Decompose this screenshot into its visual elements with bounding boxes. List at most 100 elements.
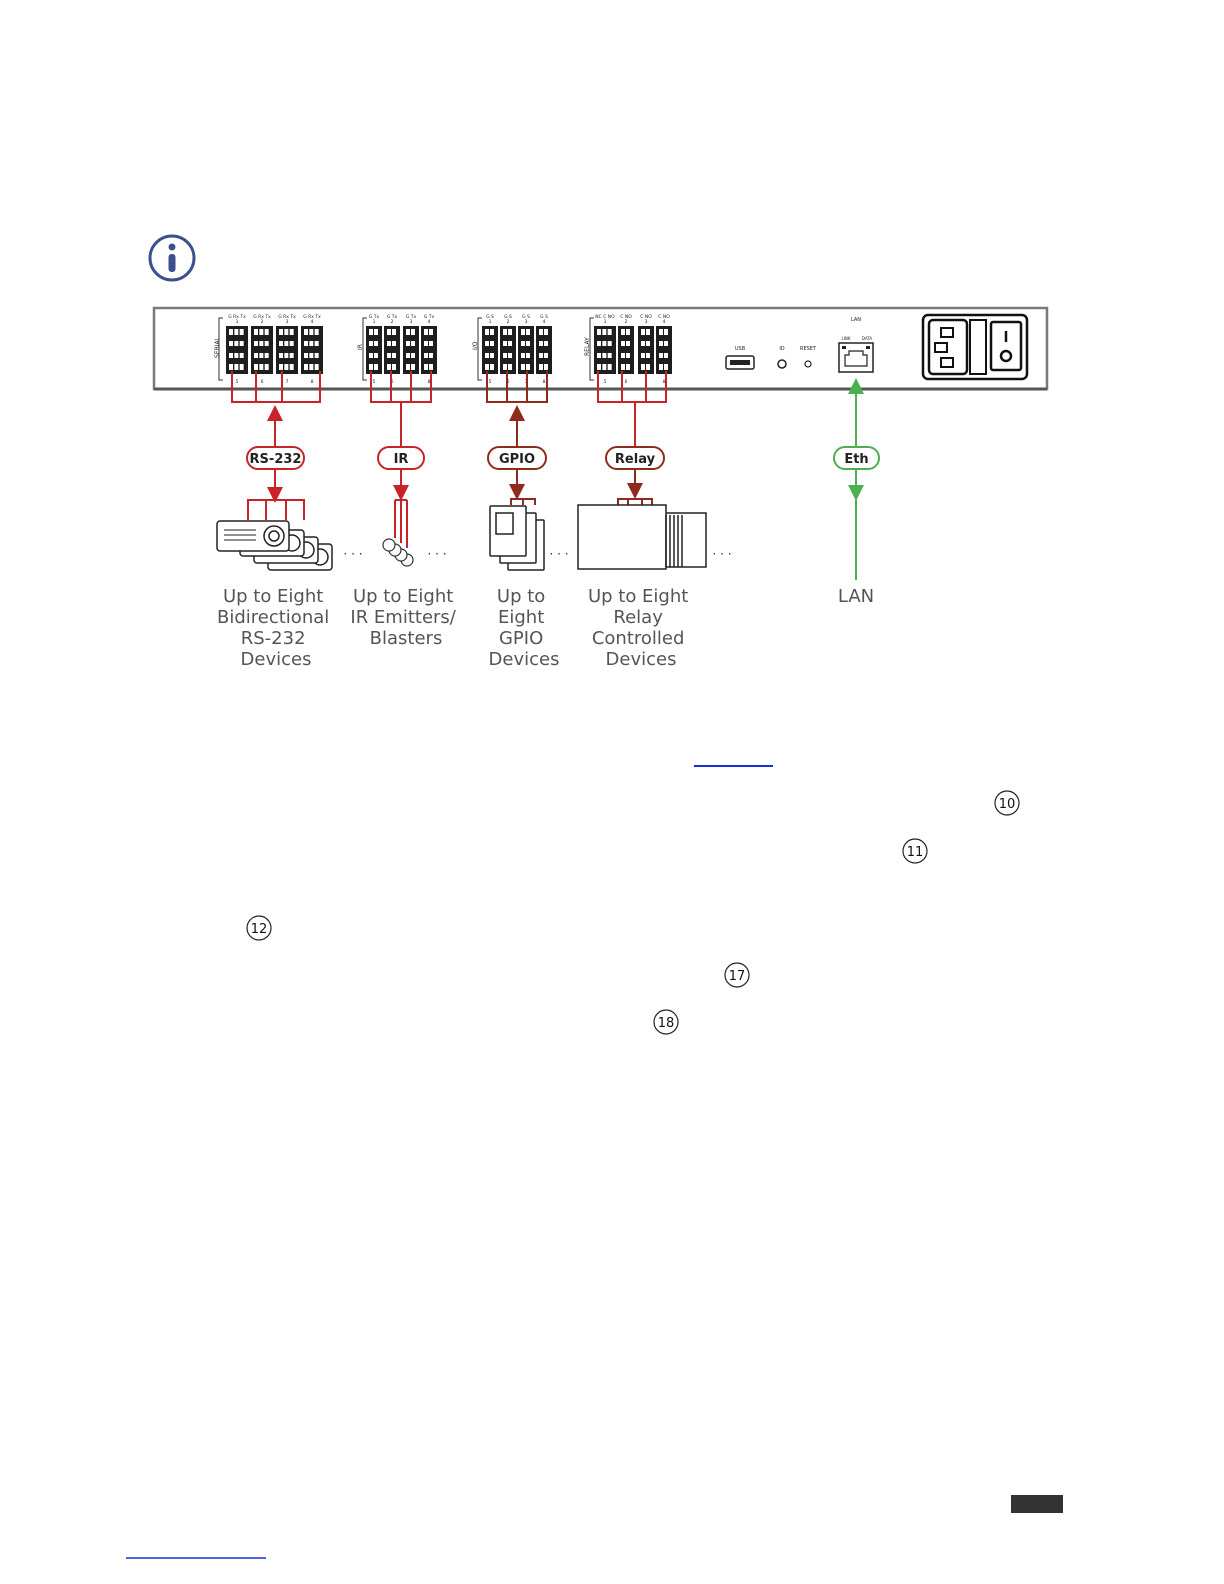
relay-pin-label: NC C NO bbox=[595, 314, 615, 320]
io-pin-label: G S bbox=[504, 314, 512, 320]
relay-port-number-lower: 6 bbox=[625, 379, 628, 385]
callout-12: 12 bbox=[246, 915, 272, 941]
io-port-number-lower: 6 bbox=[507, 379, 510, 385]
rs232-badge-label: RS-232 bbox=[250, 452, 302, 467]
serial-pin-label: G Rx Tx bbox=[228, 314, 246, 320]
id-label: ID bbox=[779, 346, 784, 352]
data-label: DATA bbox=[862, 336, 873, 341]
page-number-box bbox=[1011, 1495, 1063, 1513]
io-terminal-1: G S1 5 bbox=[482, 314, 498, 385]
ir-pin-label: G Tx bbox=[406, 314, 417, 320]
relay-arrow bbox=[617, 469, 653, 507]
relay-pin-label: C NO bbox=[640, 314, 652, 320]
io-port-number: 1 bbox=[489, 319, 492, 325]
relay-port-number-lower: 8 bbox=[663, 379, 666, 385]
serial-pin-label: G Rx Tx bbox=[253, 314, 271, 320]
usb-label: USB bbox=[735, 346, 746, 352]
serial-terminal-3: G Rx Tx3 7 bbox=[276, 314, 298, 385]
io-terminal-3: G S37 bbox=[518, 314, 534, 385]
io-terminal-2: G S2 6 bbox=[500, 314, 516, 385]
ir-pin-label: G Tx bbox=[424, 314, 435, 320]
ir-port-number: 2 bbox=[391, 319, 394, 325]
relay-badge: Relay bbox=[605, 446, 665, 470]
relay-pin-label: C NO bbox=[658, 314, 670, 320]
relay-ellipsis: · · · bbox=[712, 547, 731, 561]
rs232-ellipsis: · · · bbox=[343, 547, 362, 561]
rs232-wiring bbox=[231, 371, 321, 520]
lan-caption: LAN bbox=[838, 586, 874, 607]
callout-10: 10 bbox=[994, 790, 1020, 816]
serial-port-number: 4 bbox=[311, 319, 314, 325]
relay-wiring bbox=[597, 371, 667, 446]
captions: Up to Eight Bidirectional RS-232 Devices… bbox=[217, 586, 874, 670]
power-switch-icon bbox=[989, 320, 1023, 372]
ir-port-number-lower: 8 bbox=[428, 379, 431, 385]
ir-label: IR bbox=[357, 344, 364, 350]
ir-badge-label: IR bbox=[394, 452, 409, 467]
gpio-badge-label: GPIO bbox=[499, 452, 535, 467]
relay-badge-label: Relay bbox=[615, 452, 656, 467]
serial-pin-label: G Rx Tx bbox=[303, 314, 321, 320]
ir-terminal-4: G Tx4 8 bbox=[421, 314, 437, 385]
io-port-number: 4 bbox=[543, 319, 546, 325]
id-button bbox=[777, 359, 787, 369]
gpio-wiring bbox=[486, 371, 548, 505]
io-port-number-lower: 8 bbox=[543, 379, 546, 385]
serial-port-number: 1 bbox=[236, 319, 239, 325]
relay-box-icon bbox=[577, 504, 707, 570]
rs232-badge: RS-232 bbox=[246, 446, 305, 470]
ir-port-number: 1 bbox=[373, 319, 376, 325]
svg-text:10: 10 bbox=[999, 797, 1016, 812]
ir-wiring bbox=[370, 371, 432, 548]
svg-text:17: 17 bbox=[729, 969, 746, 984]
sensor-device-icon bbox=[489, 505, 545, 571]
io-pin-label: G S bbox=[540, 314, 548, 320]
ir-ellipsis: · · · bbox=[427, 547, 446, 561]
io-port-number: 3 bbox=[525, 319, 528, 325]
serial-port-number-lower: 7 bbox=[286, 379, 289, 385]
io-port-number: 2 bbox=[507, 319, 510, 325]
relay-port-number: 3 bbox=[645, 319, 648, 325]
gpio-ellipsis: · · · bbox=[549, 547, 568, 561]
ir-port-number-lower: 6 bbox=[391, 379, 394, 385]
relay-label: RELAY bbox=[584, 337, 591, 356]
serial-port-number-lower: 5 bbox=[236, 379, 239, 385]
ir-pin-label: G Tx bbox=[387, 314, 398, 320]
serial-terminal-2: G Rx Tx2 6 bbox=[251, 314, 273, 385]
ir-port-number: 3 bbox=[410, 319, 413, 325]
serial-pin-label: G Rx Tx bbox=[278, 314, 296, 320]
io-port-number-lower: 5 bbox=[489, 379, 492, 385]
serial-label: SERIAL bbox=[214, 336, 221, 358]
reset-label: RESET bbox=[800, 346, 817, 352]
ir-port-number-lower: 5 bbox=[373, 379, 376, 385]
serial-terminal-4: G Rx Tx4 8 bbox=[301, 314, 323, 385]
io-pin-label: G S bbox=[522, 314, 530, 320]
relay-caption: Up to Eight Relay Controlled Devices bbox=[588, 586, 694, 670]
relay-port-number: 4 bbox=[663, 319, 666, 325]
ir-terminal-1: G Tx1 5 bbox=[366, 314, 382, 385]
io-label: I/O bbox=[472, 341, 479, 350]
relay-terminal-4: C NO4 8 bbox=[656, 314, 672, 385]
ir-emitter-icon bbox=[382, 538, 414, 567]
relay-port-number: 2 bbox=[625, 319, 628, 325]
ir-pin-label: G Tx bbox=[369, 314, 380, 320]
gpio-caption: Up to Eight GPIO Devices bbox=[489, 586, 560, 670]
serial-port-number: 2 bbox=[261, 319, 264, 325]
callout-11: 11 bbox=[902, 838, 928, 864]
reset-button bbox=[804, 360, 812, 368]
serial-port-number: 3 bbox=[286, 319, 289, 325]
ir-badge: IR bbox=[377, 446, 425, 470]
callout-18: 18 bbox=[653, 1009, 679, 1035]
svg-text:18: 18 bbox=[658, 1016, 675, 1031]
serial-port-number-lower: 8 bbox=[311, 379, 314, 385]
serial-port-number-lower: 6 bbox=[261, 379, 264, 385]
ir-port-number: 4 bbox=[428, 319, 431, 325]
io-pin-label: G S bbox=[486, 314, 494, 320]
eth-badge: Eth bbox=[833, 446, 880, 470]
ir-terminal-2: G Tx2 6 bbox=[384, 314, 400, 385]
relay-port-number: 1 bbox=[604, 319, 607, 325]
